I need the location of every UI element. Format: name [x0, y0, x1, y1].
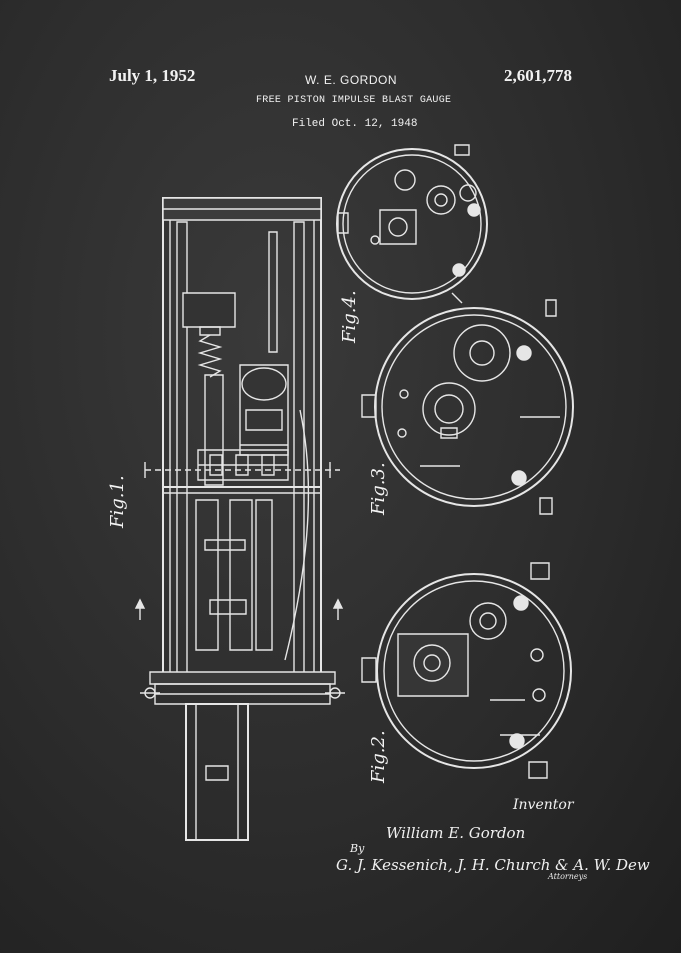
fig4-drawing: [337, 145, 487, 303]
attorneys-label: Attorneys: [548, 872, 588, 881]
attorneys-signature: G. J. Kessenich, J. H. Church & A. W. De…: [336, 856, 650, 874]
inventor-signature: William E. Gordon: [386, 824, 526, 842]
fig1-drawing: [136, 198, 345, 840]
patent-title: FREE PISTON IMPULSE BLAST GAUGE: [256, 95, 452, 106]
inventor-header: W. E. GORDON: [305, 73, 398, 87]
by-label: By: [350, 842, 365, 855]
patent-number: 2,601,778: [504, 66, 572, 85]
fig3-label: Fig.3.: [368, 462, 389, 515]
patent-date: July 1, 1952: [109, 66, 196, 85]
fig1-label: Fig.1.: [107, 475, 128, 528]
fig3-drawing: [362, 300, 573, 514]
fig4-label: Fig.4.: [339, 290, 360, 343]
fig2-label: Fig.2.: [368, 730, 389, 783]
inventor-label: Inventor: [513, 797, 574, 813]
filed-date: Filed Oct. 12, 1948: [292, 118, 418, 130]
fig2-drawing: [362, 563, 571, 778]
